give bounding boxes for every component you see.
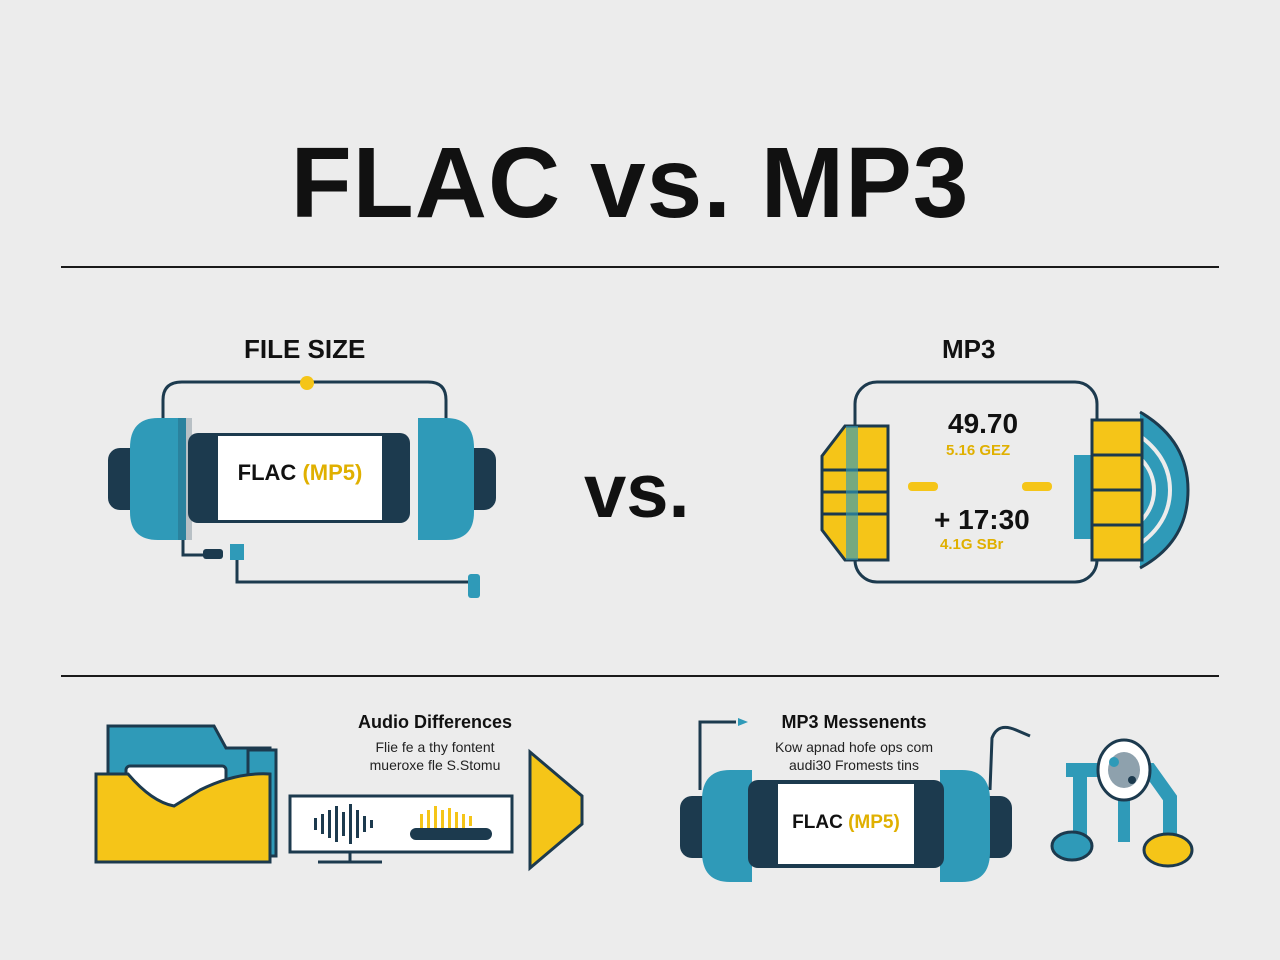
screen-accent-label: (MP5)	[302, 460, 363, 485]
bottom-divider	[61, 675, 1219, 677]
right-sub-2: 4.1G SBr	[940, 536, 1004, 553]
page-title: FLAC vs. MP3	[290, 127, 970, 239]
right-device-screen-text: FLAC (MP5)	[778, 812, 914, 834]
audio-differences-text-line1: Flie fe a thy fontent	[375, 739, 495, 755]
file-size-label: FILE SIZE	[244, 334, 366, 364]
headphones-device-icon	[108, 376, 496, 598]
headphones-device-icon	[680, 718, 1031, 882]
mp3-measurements-text-line1: Kow apnad hofe ops com	[775, 739, 933, 755]
right-value-1: 49.70	[948, 408, 1019, 439]
audio-differences-text-line2: mueroxe fle S.Stomu	[369, 757, 501, 773]
left-device-screen-text: FLAC (MP5)	[218, 460, 382, 486]
mp3-measurements-heading: MP3 Messenents	[781, 712, 927, 732]
top-divider	[61, 266, 1219, 268]
folder-icon	[94, 724, 278, 864]
vs-label: vs.	[584, 449, 690, 534]
right-sub-1: 5.16 GEZ	[946, 442, 1011, 459]
screen-accent-label: (MP5)	[848, 812, 900, 833]
waveform-monitor-icon	[288, 794, 514, 864]
play-triangle-icon	[528, 748, 584, 872]
music-note-icon	[1050, 738, 1194, 868]
media-player-device-icon	[820, 380, 1190, 584]
audio-differences-heading: Audio Differences	[357, 712, 513, 732]
mp3-label: MP3	[942, 334, 996, 364]
mp3-measurements-text-line2: audi30 Fromests tins	[789, 757, 919, 773]
screen-main-label: FLAC	[237, 460, 297, 485]
right-value-2: + 17:30	[934, 504, 1030, 535]
screen-main-label: FLAC	[792, 812, 843, 833]
